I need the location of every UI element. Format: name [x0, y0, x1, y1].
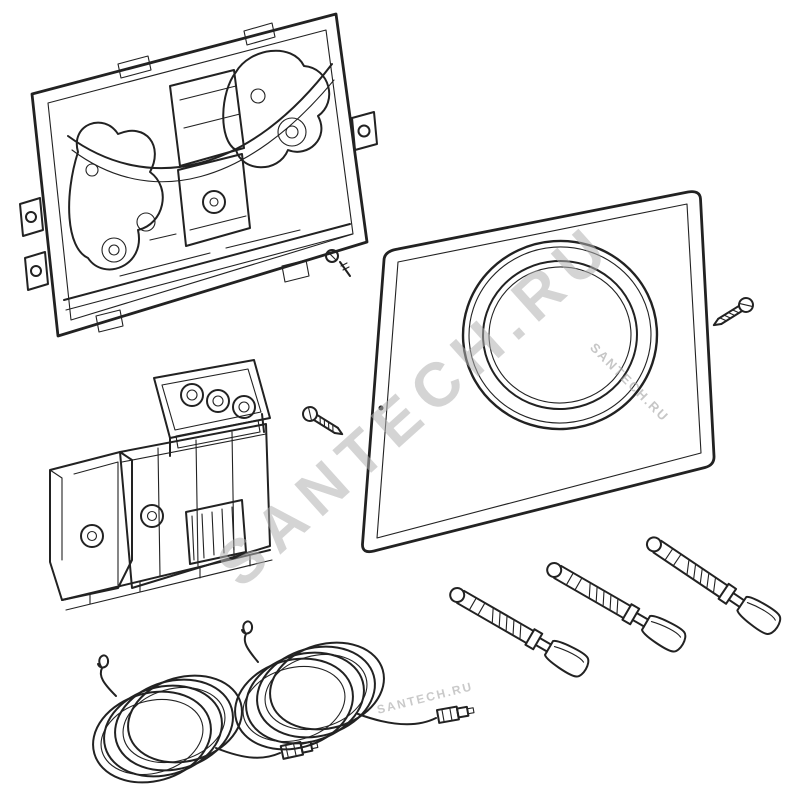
frame-bottom-rail — [63, 223, 351, 301]
actuating-rod-1 — [443, 579, 594, 682]
cable-wire-loop — [97, 654, 110, 669]
cable-wire-loop — [241, 620, 254, 635]
frame-right-bracket — [351, 111, 378, 151]
plate-screw-hole — [378, 405, 384, 411]
frame-center-mechanism — [177, 153, 251, 247]
frame-center-column — [169, 69, 245, 167]
actuator-port-1-icon — [180, 383, 204, 407]
fastening-screw-right — [709, 294, 757, 333]
actuator-ribbed-panel — [185, 499, 247, 565]
frame-left-bracket-upper — [19, 197, 44, 237]
actuator-side-bracket — [49, 451, 133, 601]
frame-inner-edge — [47, 29, 354, 321]
cable-coil — [92, 690, 212, 784]
actuator-port-3-icon — [232, 395, 256, 419]
connection-cable-left — [92, 654, 319, 784]
frame-left-bracket-lower — [24, 251, 49, 291]
actuator-base-rail — [61, 549, 271, 601]
actuator-port-2-icon — [206, 389, 230, 413]
cover-plate-with-button-ring — [361, 190, 716, 554]
frame-outer-edge — [30, 12, 369, 338]
frame-dome-arc — [67, 63, 333, 170]
frame-bolt-icon — [325, 249, 339, 263]
fastening-screw-left — [299, 403, 347, 442]
cable-lead — [99, 667, 117, 697]
frame-left-chamber — [68, 121, 164, 271]
cover-plate-outer-edge — [361, 190, 716, 554]
actuator-body — [119, 423, 271, 589]
servo-actuator-unit — [49, 359, 273, 611]
actuator-top-plate — [153, 359, 271, 439]
wall-mounting-frame — [19, 12, 378, 338]
flush-button-ring — [461, 239, 659, 431]
cable-plug-connector — [435, 705, 475, 724]
actuating-rod-3 — [640, 529, 786, 639]
frame-right-chamber — [222, 49, 331, 169]
cable-coil — [234, 657, 354, 751]
cover-plate-inner-edge — [376, 203, 702, 539]
actuating-rod-2 — [540, 554, 691, 657]
cable-lead — [243, 633, 259, 663]
connection-cable-right — [234, 620, 475, 751]
